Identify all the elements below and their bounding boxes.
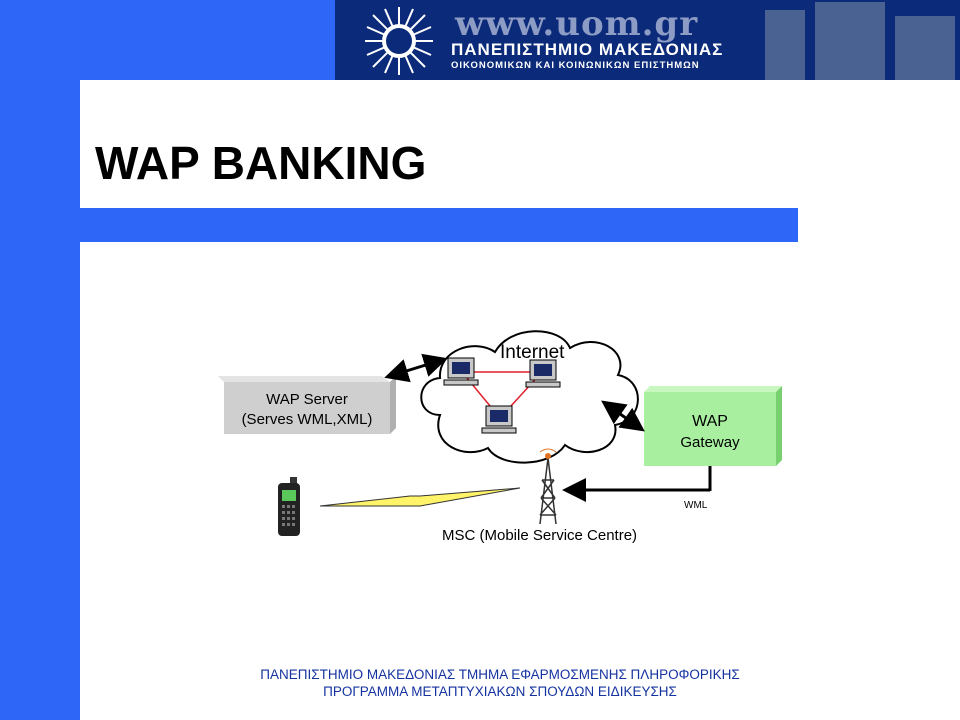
radio-tower-icon — [539, 448, 557, 525]
university-banner: www.uom.gr ΠΑΝΕΠΙΣΤΗΜΙΟ ΜΑΚΕΔΟΝΙΑΣ ΟΙΚΟΝ… — [335, 0, 960, 80]
wap-server-box: WAP Server (Serves WML,XML) — [218, 376, 396, 434]
footer-program: ΠΡΟΓΡΑΜΜΑ ΜΕΤΑΠΤΥΧΙΑΚΩΝ ΣΠΟΥΔΩΝ ΕΙΔΙΚΕΥΣ… — [323, 684, 677, 699]
left-accent-bar — [0, 0, 80, 720]
wap-server-label: WAP Server — [266, 391, 348, 408]
computer-icon — [443, 357, 479, 386]
building-silhouette — [815, 2, 885, 80]
wap-gateway-label: WAP — [692, 413, 728, 430]
server-internet-arrow — [384, 353, 448, 383]
wap-gateway-box: WAP Gateway — [644, 386, 782, 466]
computer-icon — [481, 405, 517, 434]
computer-icon — [525, 359, 561, 388]
university-subtitle: ΟΙΚΟΝΟΜΙΚΩΝ ΚΑΙ ΚΟΙΝΩΝΙΚΩΝ ΕΠΙΣΤΗΜΩΝ — [451, 60, 700, 71]
university-url: www.uom.gr — [455, 4, 699, 44]
slide-title: WAP BANKING — [95, 137, 427, 189]
msc-label: MSC (Mobile Service Centre) — [442, 527, 637, 544]
internet-cloud: Internet — [420, 330, 639, 464]
wireless-signal-icon — [319, 487, 521, 507]
top-accent-bar — [80, 0, 335, 80]
university-logo-icon — [365, 7, 433, 75]
wap-architecture-diagram: Internet WAP Server (Serves WML,XML) WAP… — [218, 330, 782, 544]
wap-server-sublabel: (Serves WML,XML) — [242, 411, 373, 428]
accent-corner — [80, 80, 140, 140]
internet-gateway-arrow — [601, 400, 645, 432]
title-underline-bar — [22, 208, 798, 242]
building-silhouette — [895, 16, 955, 80]
wml-label: WML — [684, 500, 708, 511]
building-silhouette — [765, 10, 805, 80]
footer-department: ΠΑΝΕΠΙΣΤΗΜΙΟ ΜΑΚΕΔΟΝΙΑΣ ΤΜΗΜΑ ΕΦΑΡΜΟΣΜΕΝ… — [260, 667, 740, 682]
wap-gateway-sublabel: Gateway — [680, 434, 740, 451]
university-name: ΠΑΝΕΠΙΣΤΗΜΙΟ ΜΑΚΕΔΟΝΙΑΣ — [451, 40, 724, 59]
mobile-phone-icon — [278, 477, 300, 536]
internet-label: Internet — [500, 342, 565, 363]
